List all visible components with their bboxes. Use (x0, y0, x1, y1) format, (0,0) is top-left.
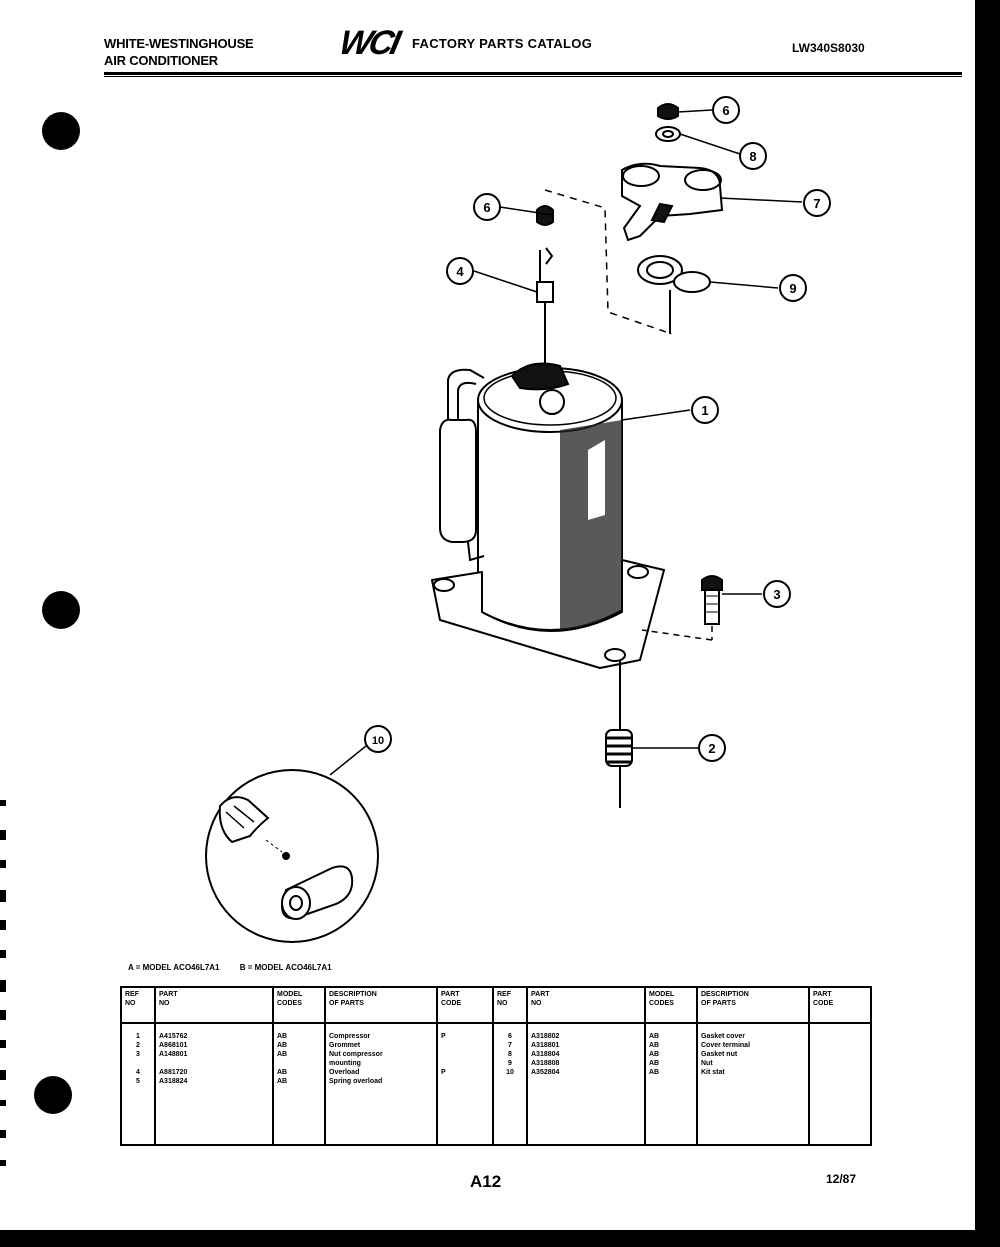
svg-text:2: 2 (708, 741, 715, 756)
scan-edge-marks (0, 800, 6, 1166)
brand-line-2: AIR CONDITIONER (104, 53, 219, 68)
legend-model-b: B = MODEL ACO46L7A1 (239, 963, 332, 972)
binder-hole-icon (34, 1076, 72, 1114)
callout-6-top: 6 (712, 96, 740, 124)
svg-text:3: 3 (773, 587, 780, 602)
catalog-page: WHITE-WESTINGHOUSE AIR CONDITIONER WCI F… (0, 0, 975, 1230)
callout-4: 4 (446, 257, 474, 285)
callout-9: 9 (779, 274, 807, 302)
svg-text:1: 1 (701, 403, 708, 418)
right-pcode-column (808, 1023, 871, 1145)
callout-10: 10 (364, 725, 392, 753)
catalog-title: FACTORY PARTS CATALOG (412, 36, 593, 51)
callout-1: 1 (691, 396, 719, 424)
header-rule (104, 72, 962, 75)
page-number: A12 (470, 1172, 502, 1191)
svg-text:6: 6 (483, 200, 490, 215)
svg-text:8: 8 (749, 149, 756, 164)
binder-hole-icon (42, 112, 80, 150)
brand-line-1: WHITE-WESTINGHOUSE (104, 36, 254, 51)
model-legend: A = MODEL ACO46L7A1 B = MODEL ACO46L7A1 (128, 963, 350, 972)
callout-3: 3 (763, 580, 791, 608)
callout-2: 2 (698, 734, 726, 762)
svg-text:9: 9 (789, 281, 796, 296)
callout-6: 6 (473, 193, 501, 221)
callout-7: 7 (803, 189, 831, 217)
callout-8: 8 (739, 142, 767, 170)
svg-text:4: 4 (456, 264, 464, 279)
header-rule-thin (104, 76, 962, 77)
exploded-parts-diagram: 6 8 7 6 4 9 1 (205, 96, 831, 943)
catalog-code: LW340S8030 (792, 41, 865, 55)
svg-text:10: 10 (372, 735, 384, 747)
brand-header: WHITE-WESTINGHOUSE AIR CONDITIONER (104, 35, 254, 69)
svg-text:7: 7 (813, 196, 820, 211)
catalog-date: 12/87 (826, 1172, 857, 1186)
binder-hole-icon (42, 591, 80, 629)
svg-text:6: 6 (722, 103, 729, 118)
legend-model-a: A = MODEL ACO46L7A1 (128, 963, 220, 972)
